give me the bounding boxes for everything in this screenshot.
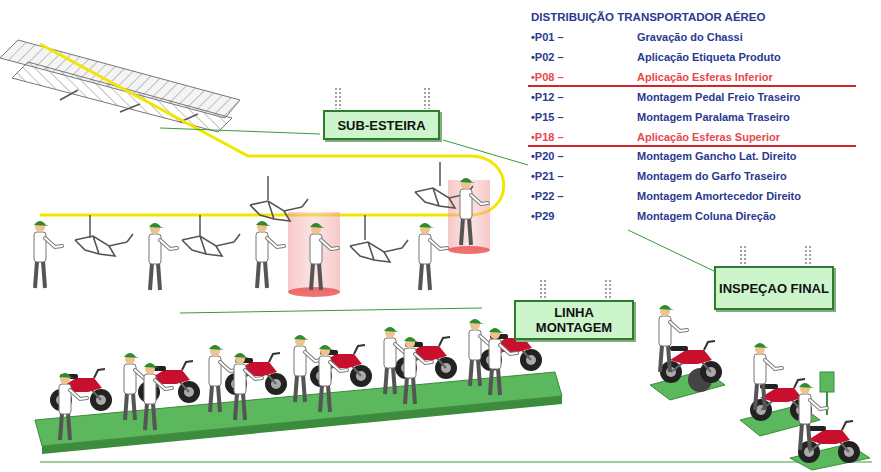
station-code: •P15 – (531, 111, 564, 123)
list-title: DISTRIBUIÇÃO TRANSPORTADOR AÉREO (531, 11, 765, 23)
station-task: Aplicação Esferas Inferior (637, 71, 773, 83)
station-task: Montagem do Garfo Traseiro (637, 170, 787, 182)
station-task: Montagem Gancho Lat. Direito (637, 150, 797, 162)
sign-text: LINHA MONTAGEM (516, 305, 632, 335)
sign-text: INSPEÇAO FINAL (719, 281, 829, 296)
station-task: Montagem Pedal Freio Traseiro (637, 91, 800, 103)
station-code: •P29 (531, 210, 554, 222)
station-task: Montagem Coluna Direção (637, 210, 776, 222)
station-code: •P21 – (531, 170, 564, 182)
station-code: •P12 – (531, 91, 564, 103)
station-task: Aplicação Esferas Superior (637, 131, 780, 143)
station-code: •P20 – (531, 150, 564, 162)
sign-box: INSPEÇAO FINAL (714, 266, 834, 310)
station-task: Aplicação Etiqueta Produto (637, 51, 781, 63)
station-task: Montagem Amortecedor Direito (637, 190, 801, 202)
station-code: •P18 – (531, 131, 564, 143)
sign-box: SUB-ESTEIRA (323, 110, 440, 140)
station-code: •P08 – (531, 71, 564, 83)
station-code: •P02 – (531, 51, 564, 63)
station-code: •P01 – (531, 31, 564, 43)
sign-text: SUB-ESTEIRA (337, 118, 425, 133)
station-code: •P22 – (531, 190, 564, 202)
sign-box: LINHA MONTAGEM (514, 300, 634, 340)
station-task: Montagem Paralama Traseiro (637, 111, 790, 123)
station-task: Gravação do Chassi (637, 31, 743, 43)
